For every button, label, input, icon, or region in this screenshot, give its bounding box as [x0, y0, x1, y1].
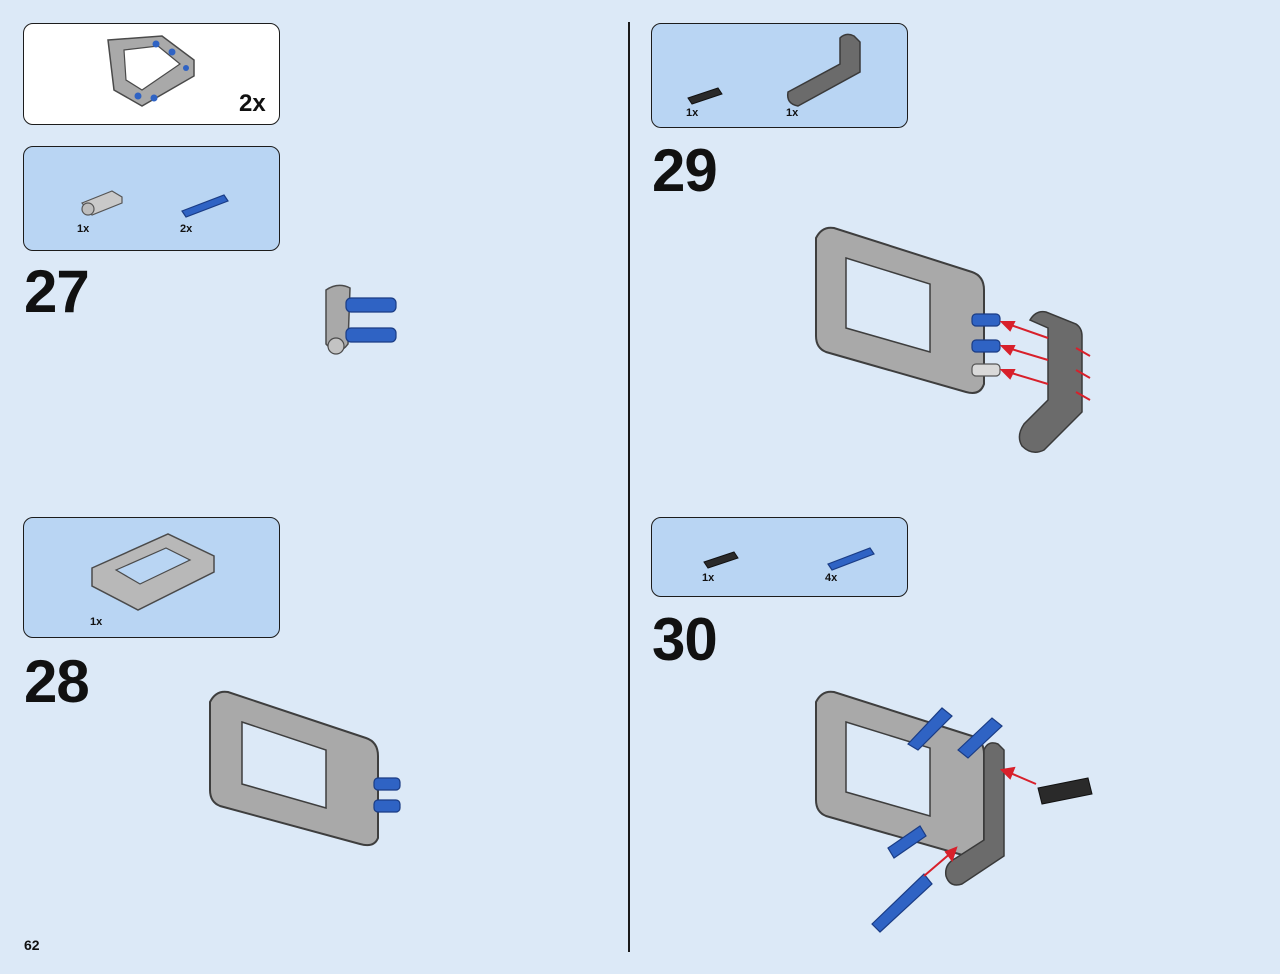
grey-pin-connector-icon [81, 190, 123, 216]
blue-pin-icon [827, 547, 875, 571]
part-qty: 1x [90, 616, 103, 628]
step30-assembly-image [815, 690, 1093, 933]
step-number: 29 [652, 137, 718, 204]
part-qty: 1x [686, 107, 699, 119]
dark-grey-angled-beam-icon [786, 33, 861, 107]
blue-pin-icon [181, 194, 229, 218]
step27-parts-box: 1x 2x [23, 146, 280, 251]
grey-open-frame-icon [91, 533, 215, 611]
callout-quantity: 2x [239, 90, 266, 117]
part-qty: 1x [786, 107, 799, 119]
part-qty: 2x [180, 223, 193, 235]
step28-parts-box: 1x [23, 517, 280, 638]
step-number: 27 [24, 258, 90, 325]
part-qty: 1x [77, 223, 90, 235]
subassembly-frame-image [107, 35, 195, 107]
step27-assembly-image [325, 284, 397, 355]
part-qty: 1x [702, 572, 715, 584]
black-pin-icon [687, 87, 723, 105]
step29-assembly-image [815, 226, 1091, 453]
step29-parts-box: 1x 1x [651, 23, 908, 128]
step30-parts-box: 1x 4x [651, 517, 908, 597]
black-pin-icon [703, 551, 739, 569]
subassembly-callout: 2x [23, 23, 280, 125]
page-divider [628, 22, 630, 952]
step-number: 30 [652, 606, 718, 673]
step28-assembly-image [209, 690, 401, 847]
page-number: 62 [24, 937, 40, 953]
step-number: 28 [24, 648, 90, 715]
part-qty: 4x [825, 572, 838, 584]
